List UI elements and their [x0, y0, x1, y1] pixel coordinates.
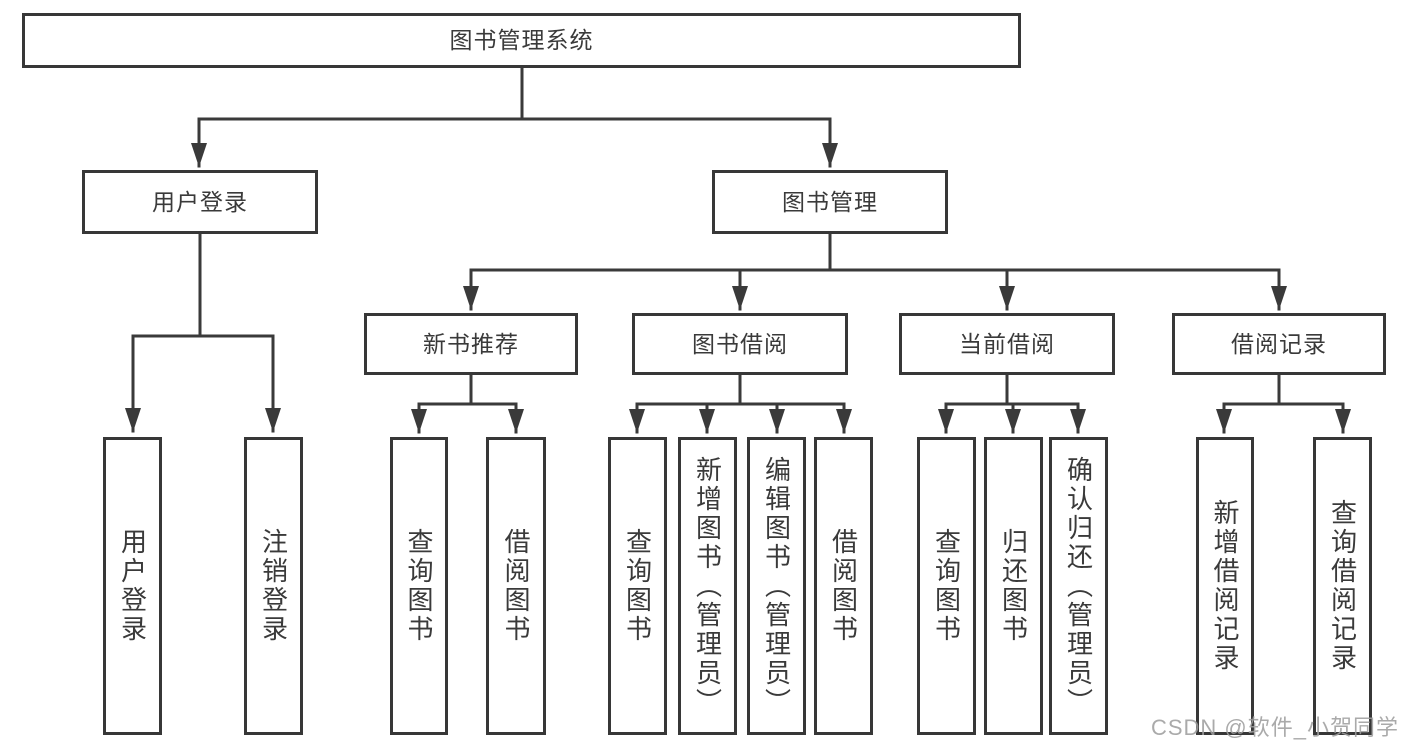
- node-current-borrowing: 当前借阅: [899, 313, 1115, 375]
- node-leaf-current-return-books: 归还图书: [984, 437, 1043, 735]
- node-user-login-branch: 用户登录: [82, 170, 318, 234]
- node-leaf-borrow-query-books: 查询图书: [608, 437, 667, 735]
- node-leaf-current-confirm-return-admin: 确认归还（管理员）: [1049, 437, 1108, 735]
- node-leaf-records-query: 查询借阅记录: [1313, 437, 1372, 735]
- node-leaf-recommend-query-books: 查询图书: [390, 437, 448, 735]
- node-leaf-borrow-add-books-admin: 新增图书（管理员）: [678, 437, 737, 735]
- node-leaf-logout: 注销登录: [244, 437, 303, 735]
- node-leaf-borrow-borrow-books: 借阅图书: [814, 437, 873, 735]
- node-new-book-recommendation: 新书推荐: [364, 313, 578, 375]
- node-borrowing-records: 借阅记录: [1172, 313, 1386, 375]
- node-book-management: 图书管理: [712, 170, 948, 234]
- node-leaf-recommend-borrow-books: 借阅图书: [486, 437, 546, 735]
- node-leaf-current-query-books: 查询图书: [917, 437, 976, 735]
- node-library-management-system: 图书管理系统: [22, 13, 1021, 68]
- node-leaf-borrow-edit-books-admin: 编辑图书（管理员）: [747, 437, 806, 735]
- node-book-borrowing: 图书借阅: [632, 313, 848, 375]
- node-leaf-records-add: 新增借阅记录: [1196, 437, 1254, 735]
- node-leaf-user-login: 用户登录: [103, 437, 162, 735]
- csdn-watermark: CSDN @软件_小贺同学: [1150, 715, 1399, 740]
